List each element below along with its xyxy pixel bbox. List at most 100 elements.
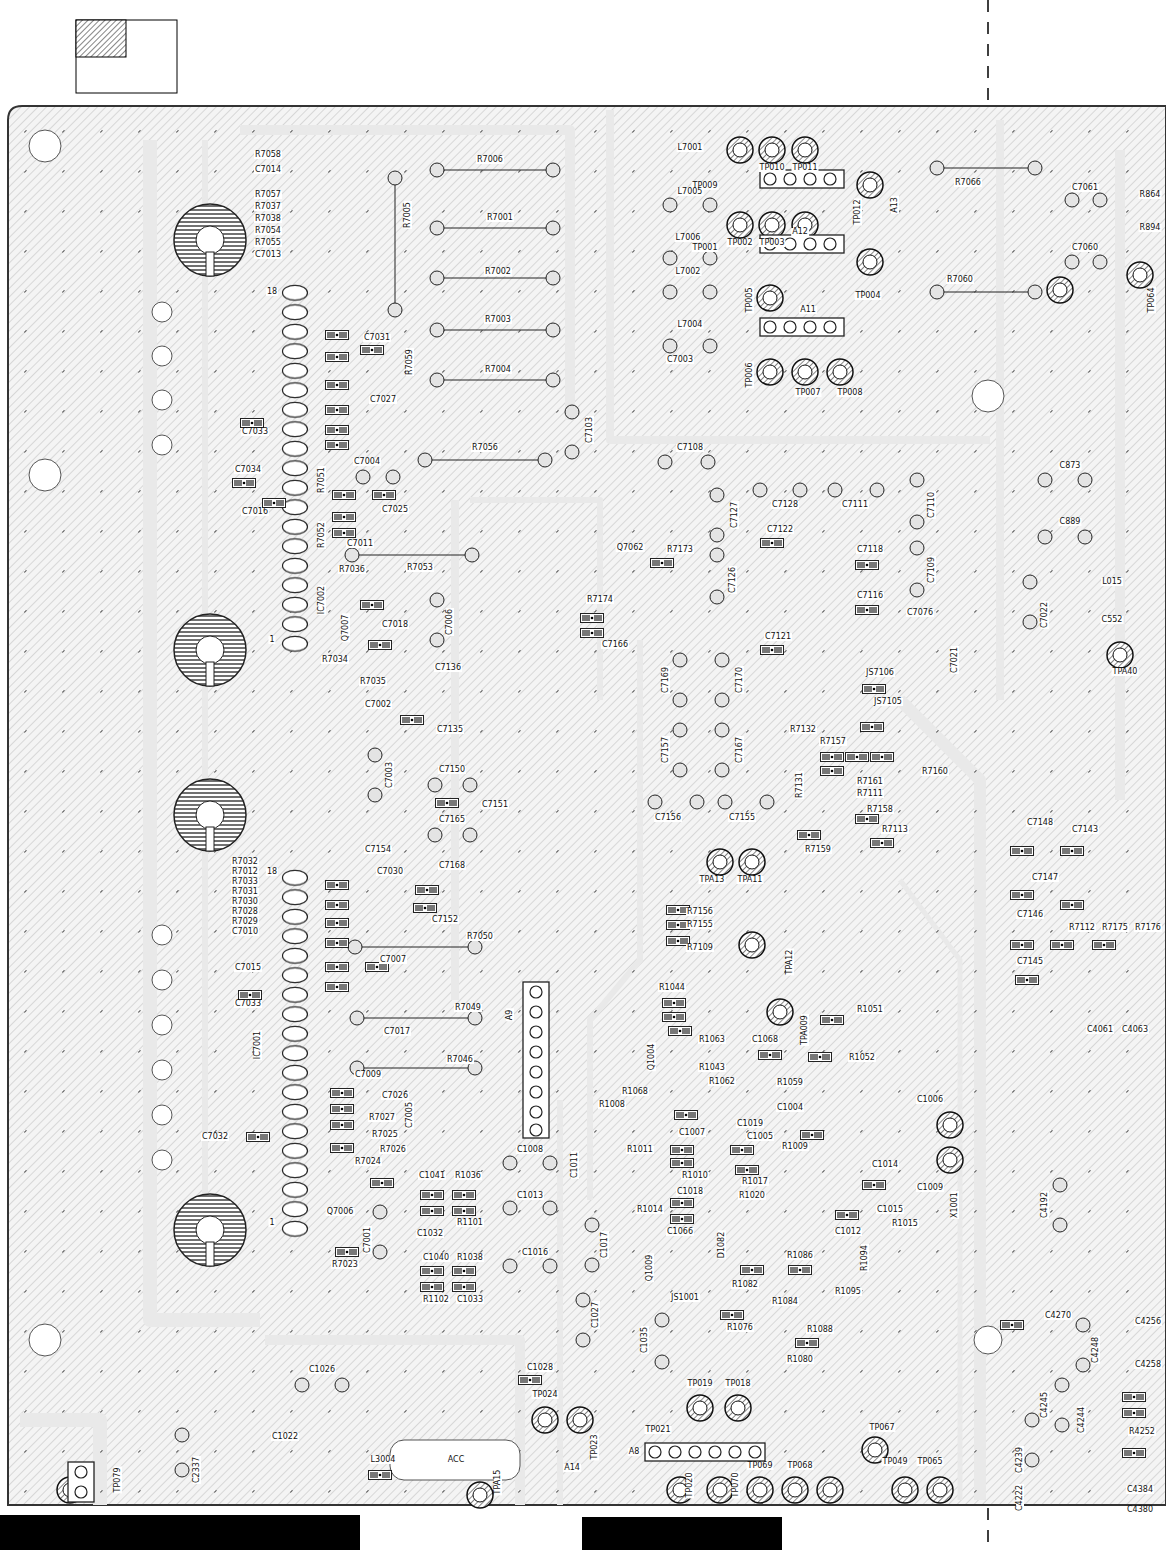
part-label: L7002 — [675, 268, 702, 276]
part-label: C7167 — [736, 736, 744, 764]
part-label: A8 — [628, 1448, 641, 1456]
part-label: R7051 — [318, 466, 326, 494]
part-label: R7111 — [856, 790, 884, 798]
part-label: R1102 — [422, 1296, 450, 1304]
part-label: C7109 — [928, 556, 936, 584]
part-label: C7010 — [231, 928, 259, 936]
part-label: TPA40 — [1112, 668, 1139, 676]
part-label: C4270 — [1044, 1312, 1072, 1320]
part-label: C7021 — [951, 646, 959, 674]
part-label: R7029 — [231, 918, 259, 926]
part-label: C1015 — [876, 1206, 904, 1214]
part-label: R7002 — [484, 268, 512, 276]
part-label: R1094 — [861, 1244, 869, 1272]
part-label: C1018 — [676, 1188, 704, 1196]
part-label: R7157 — [819, 738, 847, 746]
part-label: C7014 — [254, 166, 282, 174]
part-label: C1040 — [422, 1254, 450, 1262]
part-label: TP011 — [792, 164, 819, 172]
part-label: R7132 — [789, 726, 817, 734]
part-label: R1011 — [626, 1146, 654, 1154]
part-label: IC7002 — [318, 585, 326, 615]
part-label: C7034 — [234, 466, 262, 474]
part-label: C1008 — [516, 1146, 544, 1154]
part-label: A12 — [791, 228, 809, 236]
part-label: R1062 — [708, 1078, 736, 1086]
part-label: C7017 — [383, 1028, 411, 1036]
part-label: TP067 — [869, 1424, 896, 1432]
part-label: TP018 — [725, 1380, 752, 1388]
part-label: R7052 — [318, 521, 326, 549]
part-label: C7061 — [1071, 184, 1099, 192]
part-label: R7159 — [804, 846, 832, 854]
part-label: R1095 — [834, 1288, 862, 1296]
part-label: R7054 — [254, 227, 282, 235]
part-label: R7155 — [686, 921, 714, 929]
part-label: C7165 — [438, 816, 466, 824]
part-label: R1051 — [856, 1006, 884, 1014]
part-label: C4384 — [1126, 1486, 1154, 1494]
part-label: Q1009 — [646, 1254, 654, 1283]
part-label: ACC — [447, 1456, 466, 1464]
part-label: TP012 — [854, 199, 862, 226]
part-label: R7031 — [231, 888, 259, 896]
part-label: C1041 — [418, 1172, 446, 1180]
part-label: TP004 — [855, 292, 882, 300]
part-label: C1007 — [678, 1129, 706, 1137]
part-label: R7006 — [476, 156, 504, 164]
part-label: JS1001 — [670, 1294, 700, 1302]
part-label: C4061 — [1086, 1026, 1114, 1034]
part-label: R7161 — [856, 778, 884, 786]
part-label: C7155 — [728, 814, 756, 822]
part-label: 18 — [266, 288, 278, 296]
part-label: 1 — [268, 1219, 275, 1227]
part-label: TP070 — [732, 1472, 740, 1499]
part-label: C7150 — [438, 766, 466, 774]
part-label: R1009 — [781, 1143, 809, 1151]
part-label: C7127 — [731, 501, 739, 529]
part-label: TP021 — [645, 1426, 672, 1434]
part-label: R1084 — [771, 1298, 799, 1306]
part-label: A11 — [799, 306, 817, 314]
part-label: R7131 — [796, 771, 804, 799]
part-label: Q1004 — [648, 1043, 656, 1072]
part-label: TP023 — [591, 1434, 599, 1461]
part-label: A9 — [506, 1009, 514, 1022]
part-label: R7025 — [371, 1131, 399, 1139]
part-label: R7055 — [254, 239, 282, 247]
part-label: C7136 — [434, 664, 462, 672]
part-label: R7034 — [321, 656, 349, 664]
part-label: C1006 — [916, 1096, 944, 1104]
part-label: C7110 — [928, 491, 936, 519]
part-label: R7035 — [359, 678, 387, 686]
part-label: C1012 — [834, 1228, 862, 1236]
part-label: 18 — [266, 868, 278, 876]
part-label: R7175 — [1101, 924, 1129, 932]
part-label: C1033 — [456, 1296, 484, 1304]
part-label: TP020 — [686, 1472, 694, 1499]
part-label: R7003 — [484, 316, 512, 324]
part-label: TP024 — [532, 1391, 559, 1399]
part-label: R7160 — [921, 768, 949, 776]
part-label: C7147 — [1031, 874, 1059, 882]
part-label: Q7007 — [342, 614, 350, 643]
part-label: TP006 — [746, 362, 754, 389]
part-label: C1022 — [271, 1433, 299, 1441]
part-label: TP010 — [759, 164, 786, 172]
part-label: R7056 — [471, 444, 499, 452]
part-label: C7025 — [381, 506, 409, 514]
part-label: C1028 — [526, 1364, 554, 1372]
part-label: R1063 — [698, 1036, 726, 1044]
part-label: C7156 — [654, 814, 682, 822]
part-label: TPA13 — [699, 876, 726, 884]
part-label: C7126 — [729, 566, 737, 594]
part-label: C7128 — [771, 501, 799, 509]
part-label: C7143 — [1071, 826, 1099, 834]
part-label: R7059 — [406, 348, 414, 376]
part-label: C1032 — [416, 1230, 444, 1238]
part-label: TP069 — [747, 1462, 774, 1470]
part-label: TP005 — [746, 287, 754, 314]
part-label: R7012 — [231, 868, 259, 876]
part-label: C4245 — [1041, 1391, 1049, 1419]
part-label: R7049 — [454, 1004, 482, 1012]
